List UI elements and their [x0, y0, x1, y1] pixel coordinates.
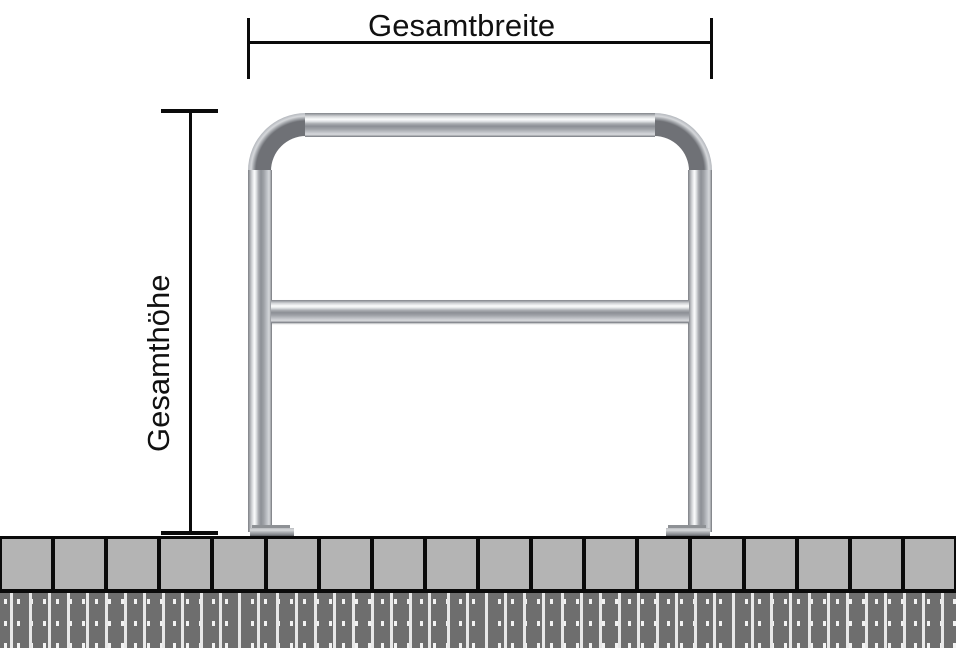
width-dimension-line: [248, 41, 712, 44]
base-plate-right-shadow: [668, 525, 706, 529]
height-dimension-tick-bottom: [161, 531, 218, 535]
top-left-elbow: [248, 113, 306, 171]
paving-stone: [796, 539, 850, 589]
paving-stone: [690, 539, 744, 589]
base-plate-left: [250, 528, 294, 536]
paving-stone: [531, 539, 585, 589]
paving-stone: [106, 539, 160, 589]
top-rail: [305, 113, 655, 137]
paving-stone: [318, 539, 372, 589]
paving-stone: [159, 539, 213, 589]
paving-stone: [584, 539, 638, 589]
width-dimension-tick-right: [710, 18, 713, 79]
cross-rail: [271, 300, 689, 323]
paving-stone: [637, 539, 691, 589]
width-dimension-label: Gesamtbreite: [368, 8, 556, 43]
paving-stone: [477, 539, 532, 589]
sub-base-hatch-pattern: [0, 591, 956, 648]
left-post: [248, 170, 272, 532]
right-post: [688, 170, 712, 532]
sub-base-layer: [0, 591, 956, 648]
paving-stone: [902, 539, 956, 589]
paving-stone: [212, 539, 266, 589]
sub-base-top-edge: [0, 591, 956, 593]
top-right-elbow: [654, 113, 712, 171]
paving-stone: [424, 539, 478, 589]
paving-stone: [0, 539, 54, 589]
base-plate-left-shadow: [252, 525, 290, 529]
paving-row: [0, 536, 956, 591]
base-plate-right: [666, 528, 710, 536]
height-dimension-tick-top: [161, 109, 218, 113]
width-dimension-tick-left: [247, 18, 250, 79]
height-dimension-line: [189, 110, 192, 535]
paving-stone: [371, 539, 425, 589]
paving-stone: [265, 539, 319, 589]
paving-stone: [849, 539, 903, 589]
paving-stone: [53, 539, 107, 589]
paving-stone: [743, 539, 797, 589]
